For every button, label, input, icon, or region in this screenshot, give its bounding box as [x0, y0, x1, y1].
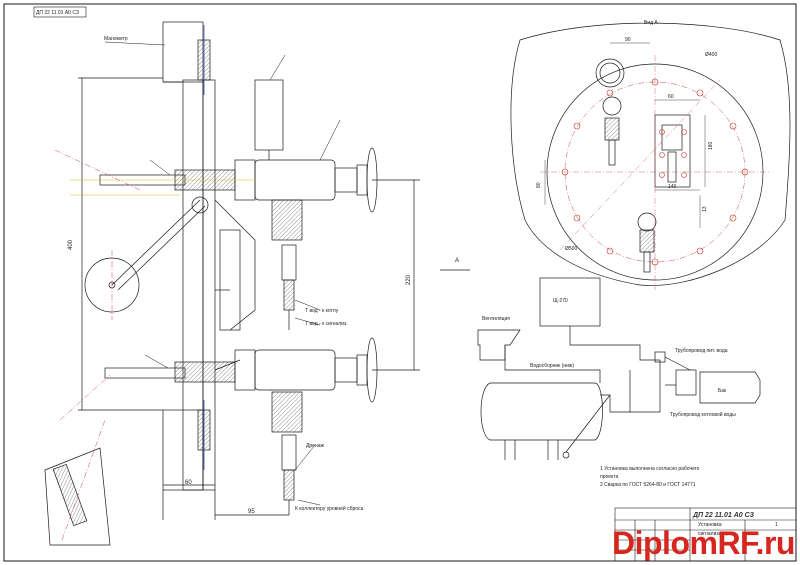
dim-90: 90 [625, 37, 631, 43]
leaders [104, 41, 341, 506]
dim-60: 60 [185, 480, 192, 486]
schematic [477, 277, 761, 460]
note-2: 2 Сварка по ГОСТ 5264-80 и ГОСТ 14771 [600, 482, 696, 488]
dim-140: 140 [668, 184, 677, 190]
view-a-flange [510, 22, 791, 286]
view-a-dims [544, 42, 706, 228]
dim-60b: 60 [668, 94, 674, 100]
centerline-bracket [61, 419, 106, 541]
dim-phi400: Ø400 [705, 52, 717, 58]
label-cabinet: Щ-270 [553, 298, 568, 304]
label-drain: Дренаж [306, 443, 324, 449]
title-name-line1: Установка [698, 522, 722, 528]
label-lower-pipe: Трубопровод котловой воды [670, 411, 736, 418]
dim-95: 95 [248, 509, 255, 515]
dim-80: 80 [536, 182, 542, 188]
dim-phi500: Ø500 [565, 246, 577, 252]
watermark-logo: DiplomRF.ru [612, 525, 795, 561]
dim-13: 13 [702, 206, 708, 212]
label-water-note: Водосборник (ниж) [530, 363, 574, 369]
label-tap-upper: Т вод - к котлу [305, 308, 339, 314]
label-manometer: Манометр [104, 36, 128, 42]
corner-stamp-box [33, 6, 87, 18]
centerline-upper [54, 149, 141, 191]
view-a-centerlines [540, 55, 770, 290]
title-name-line2: сигнализаторов [698, 531, 735, 537]
dim-220: 220 [406, 274, 412, 285]
dim-400: 400 [68, 239, 74, 250]
section-arrow-label: А [455, 258, 459, 264]
corner-stamp: ДП 22 11.01 А0 СЗ [36, 10, 79, 16]
view-a-label: Вид А [644, 20, 658, 26]
label-vent: Вентиляция [482, 316, 510, 322]
main-section-view [44, 21, 420, 546]
note-1: 1 Установка выполнена согласно рабочего [600, 466, 700, 472]
label-tank: Бак [718, 388, 727, 394]
note-1b: проекта [600, 474, 619, 480]
label-tap-lower: Т вод - к сигнализ. [305, 321, 348, 327]
label-upper-pipe: Трубопровод пит. вода [675, 348, 728, 354]
title-sheet: 1 [775, 522, 778, 528]
title-doc-code: ДП 22 11.01 А0 СЗ [692, 512, 754, 519]
sheet-border [3, 3, 797, 562]
title-block [614, 507, 797, 562]
dim-180: 180 [708, 141, 714, 150]
label-to-collector: К коллектору уровней сброса [295, 505, 364, 512]
centerline-lower [59, 374, 111, 421]
